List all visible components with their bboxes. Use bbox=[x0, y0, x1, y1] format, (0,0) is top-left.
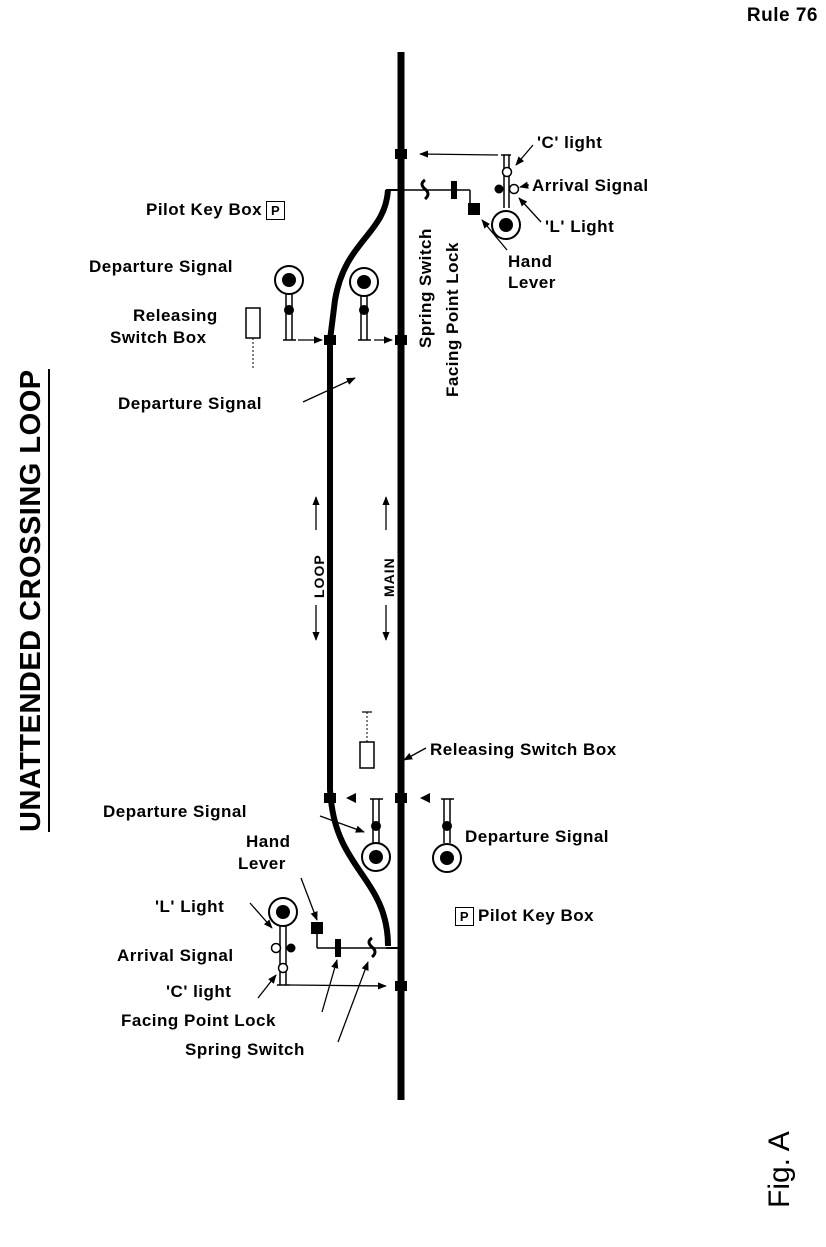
bottom-arrival-signal-label: Arrival Signal bbox=[117, 946, 234, 965]
bottom-l-light-label: 'L' Light bbox=[155, 897, 225, 916]
bottom-releasing-switch-box-symbol bbox=[359, 741, 375, 769]
top-releasing-switch-box-label: Releasing bbox=[133, 306, 218, 325]
top-hand-lever-label: Hand bbox=[508, 252, 553, 271]
top-facing-point-lock-symbol bbox=[451, 181, 457, 199]
top-arrival-signal bbox=[491, 154, 521, 240]
diagram-title: UNATTENDED CROSSING LOOP bbox=[15, 369, 50, 832]
bottom-loop-departure-signal bbox=[361, 798, 391, 872]
top-pilot-key-box-symbol: P bbox=[266, 201, 286, 221]
bottom-hand-lever-label: Hand bbox=[246, 832, 291, 851]
bottom-c-light-label: 'C' light bbox=[166, 982, 232, 1001]
top-releasing-switch-box-symbol bbox=[245, 307, 261, 339]
bottom-spring-switch-label: Spring Switch bbox=[185, 1040, 305, 1059]
top-hand-lever-symbol bbox=[468, 203, 480, 215]
top-hand-lever-label-2: Lever bbox=[508, 273, 556, 292]
top-releasing-switch-box-label-2: Switch Box bbox=[110, 328, 207, 347]
figure-label: Fig. A bbox=[763, 1131, 796, 1208]
rule-number: Rule 76 bbox=[746, 5, 818, 26]
bottom-facing-point-lock-symbol bbox=[335, 939, 341, 957]
top-pilot-key-box-text: Pilot Key Box bbox=[146, 200, 263, 219]
top-facing-point-lock-label: Facing Point Lock bbox=[443, 242, 462, 397]
top-departure-signal-label: Departure Signal bbox=[89, 257, 234, 276]
bottom-departure-signal-left-label: Departure Signal bbox=[103, 802, 248, 821]
top-spring-switch-label: Spring Switch bbox=[416, 228, 435, 348]
bottom-pilot-key-box-symbol: P bbox=[455, 907, 474, 927]
bottom-releasing-switch-box-label: Releasing Switch Box bbox=[430, 740, 617, 759]
top-arrival-signal-label: Arrival Signal bbox=[532, 176, 649, 195]
bottom-hand-lever-label-2: Lever bbox=[238, 854, 286, 873]
bottom-departure-signal-right-label: Departure Signal bbox=[465, 827, 610, 846]
top-main-departure-signal bbox=[349, 267, 379, 341]
loop-departure-signal-label: Departure Signal bbox=[118, 394, 263, 413]
loop-track bbox=[327, 189, 391, 947]
main-track-label: MAIN bbox=[381, 557, 397, 597]
bottom-arrival-signal bbox=[268, 897, 298, 986]
top-loop-departure-signal bbox=[274, 265, 304, 341]
bottom-facing-point-lock-label: Facing Point Lock bbox=[121, 1011, 276, 1030]
top-c-light-label: 'C' light bbox=[537, 133, 603, 152]
loop-track-label: LOOP bbox=[311, 554, 327, 598]
top-l-light-label: 'L' Light bbox=[545, 217, 615, 236]
bottom-pilot-key-box-text: Pilot Key Box bbox=[478, 906, 595, 925]
top-spring-switch-symbol bbox=[420, 178, 430, 201]
bottom-main-departure-signal bbox=[432, 798, 462, 873]
bottom-spring-switch-symbol bbox=[367, 936, 377, 959]
bottom-hand-lever-symbol bbox=[311, 922, 323, 934]
